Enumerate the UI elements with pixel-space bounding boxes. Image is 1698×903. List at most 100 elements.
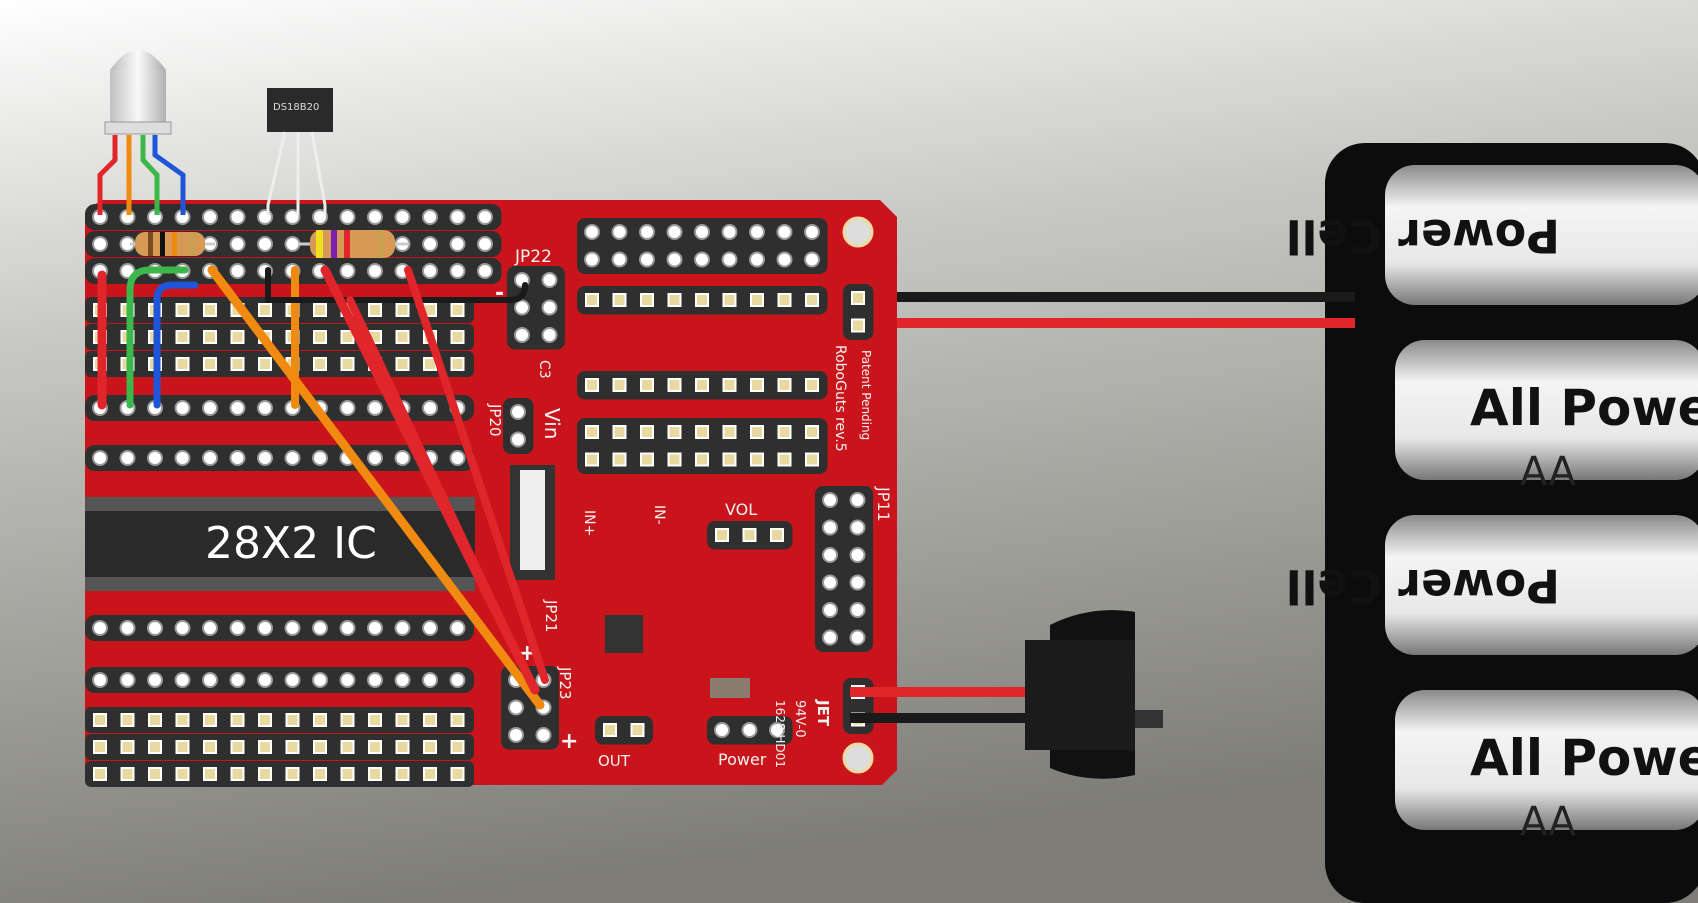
pad: [395, 767, 410, 781]
mount-hole: [842, 216, 874, 248]
pad: [777, 425, 792, 439]
pin: [749, 251, 765, 268]
pin-row: [85, 761, 474, 787]
pad: [175, 713, 190, 727]
amplifier-chip: [605, 615, 643, 653]
pad: [313, 357, 327, 371]
pad: [640, 378, 654, 392]
pad: [423, 740, 437, 754]
silk-jp20: JP20: [486, 403, 504, 437]
pad: [285, 713, 300, 727]
pad: [313, 713, 327, 727]
silk-vol: VOL: [725, 500, 757, 519]
pin: [339, 672, 356, 688]
pin: [174, 672, 191, 688]
pad: [395, 330, 410, 344]
pad: [667, 452, 682, 467]
pin: [510, 431, 526, 448]
pad: [395, 357, 410, 371]
pin: [666, 224, 683, 240]
silk-jp11: JP11: [874, 486, 893, 522]
ic-label: 28X2 IC: [205, 518, 377, 569]
pad: [93, 740, 107, 754]
pad: [120, 740, 135, 754]
pin: [92, 672, 108, 688]
pad: [230, 713, 245, 727]
pad: [395, 303, 410, 317]
pad: [230, 357, 245, 371]
pad: [313, 767, 327, 781]
pin: [202, 400, 218, 416]
pin: [694, 224, 710, 240]
battery-cell: All Power AA: [1395, 340, 1698, 495]
header: [577, 418, 828, 474]
pin: [776, 251, 793, 268]
pad: [750, 452, 764, 467]
pin: [284, 620, 301, 636]
pad: [423, 713, 437, 727]
pin: [449, 620, 466, 636]
pad: [805, 425, 819, 439]
pad: [715, 528, 729, 542]
pad: [368, 303, 382, 317]
pad: [93, 767, 107, 781]
pin: [394, 620, 411, 636]
pad: [285, 740, 300, 754]
pin: [741, 722, 758, 738]
pad: [777, 378, 792, 392]
pin: [257, 450, 273, 466]
pin: [174, 450, 191, 466]
pin: [367, 400, 383, 416]
pin: [849, 519, 866, 536]
pad: [258, 740, 272, 754]
pin: [284, 450, 301, 466]
pin: [849, 574, 866, 591]
pin: [422, 620, 438, 636]
pad: [695, 378, 709, 392]
temperature-sensor: DS18B20: [266, 88, 333, 215]
battery-size: AA: [1520, 799, 1576, 845]
capacitor: [710, 678, 750, 698]
pad: [667, 378, 682, 392]
pad: [148, 767, 162, 781]
silk-plus: +: [560, 729, 578, 754]
pad: [450, 713, 465, 727]
silk-out: OUT: [598, 752, 631, 770]
pin: [508, 699, 524, 716]
pin-row: [85, 734, 474, 760]
pad: [851, 291, 865, 305]
pad: [203, 740, 217, 754]
pin: [147, 450, 163, 466]
battery-cell: Power Cell: [1286, 165, 1698, 305]
pin: [822, 547, 838, 563]
sensor-label: DS18B20: [273, 102, 319, 113]
pin: [229, 450, 246, 466]
pin: [769, 722, 785, 738]
pin: [639, 224, 655, 240]
pad: [313, 330, 327, 344]
pin: [339, 620, 356, 636]
pin: [257, 672, 273, 688]
silk-minus: -: [495, 281, 504, 306]
pad: [93, 713, 107, 727]
pin: [804, 224, 820, 240]
battery-label: All Power: [1470, 379, 1698, 437]
pad: [230, 767, 245, 781]
pin: [367, 620, 383, 636]
pad: [258, 767, 272, 781]
pin: [776, 224, 793, 240]
pin: [312, 672, 328, 688]
pad: [120, 713, 135, 727]
pad: [742, 528, 757, 542]
pad: [230, 740, 245, 754]
pad: [722, 452, 737, 467]
pad: [230, 330, 245, 344]
pin: [202, 620, 218, 636]
pin: [849, 602, 866, 618]
pin: [510, 404, 526, 420]
pin: [804, 251, 820, 268]
silk-code: 1628 HD01: [773, 700, 787, 768]
pin: [119, 620, 136, 636]
pin: [339, 209, 356, 225]
